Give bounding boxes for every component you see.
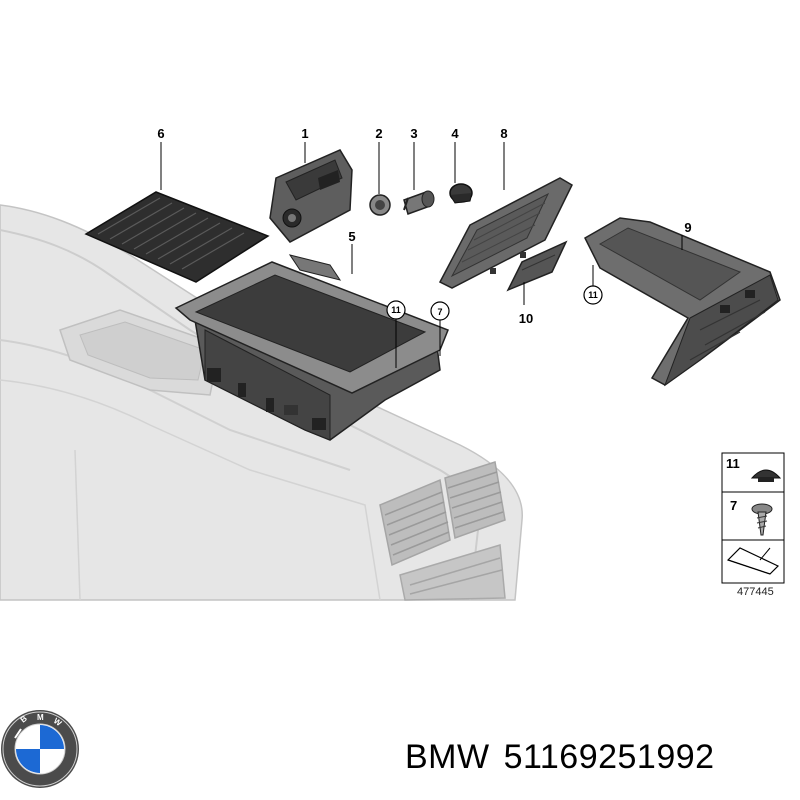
legend-item-7-label: 7: [730, 498, 737, 513]
fastener-legend: 11 7: [721, 452, 785, 584]
svg-text:B: B: [19, 714, 29, 725]
callout-8: 8: [500, 126, 507, 141]
callout-5: 5: [348, 229, 355, 244]
callout-3: 3: [410, 126, 417, 141]
callout-circle-7: 7: [430, 301, 450, 321]
callout-7: 7: [437, 307, 442, 317]
part-4-socket-cap: [449, 183, 473, 204]
part-5-storage-tray: [174, 254, 449, 441]
part-10-small-cover: [506, 240, 568, 292]
svg-text:W: W: [52, 716, 64, 728]
part-6-mat: [84, 191, 270, 283]
callout-4: 4: [451, 126, 459, 141]
clip-symbol-icon: [726, 547, 780, 575]
bmw-logo: B M W: [1, 710, 79, 788]
screw-icon: [751, 503, 773, 536]
part-1-switch-panel: [269, 149, 353, 243]
callout-1: 1: [301, 126, 308, 141]
rear-air-vents: [379, 461, 506, 601]
part-9-bracket: [584, 217, 781, 387]
brand-name: BMW: [405, 738, 490, 776]
svg-text:M: M: [37, 713, 44, 722]
callout-circle-11-tray: 11: [386, 300, 406, 320]
callout-circle-11-bracket: 11: [583, 285, 603, 305]
part-number: 51169251992: [503, 738, 715, 776]
leader-lines: [160, 142, 683, 368]
callout-11-tray: 11: [391, 305, 401, 315]
callout-11-bracket: 11: [588, 290, 598, 300]
brand-part-label: BMW 51169251992: [405, 738, 729, 777]
part-3-socket: [403, 190, 435, 215]
part-2-socket-insert: [369, 194, 391, 216]
callout-6: 6: [157, 126, 164, 141]
callout-9: 9: [684, 220, 691, 235]
legend-item-11-label: 11: [726, 456, 740, 471]
part-8-cover: [438, 177, 573, 289]
grommet-icon: [750, 469, 782, 482]
callout-2: 2: [375, 126, 382, 141]
diagram-reference-code: 477445: [737, 586, 774, 598]
callout-10: 10: [519, 311, 533, 326]
